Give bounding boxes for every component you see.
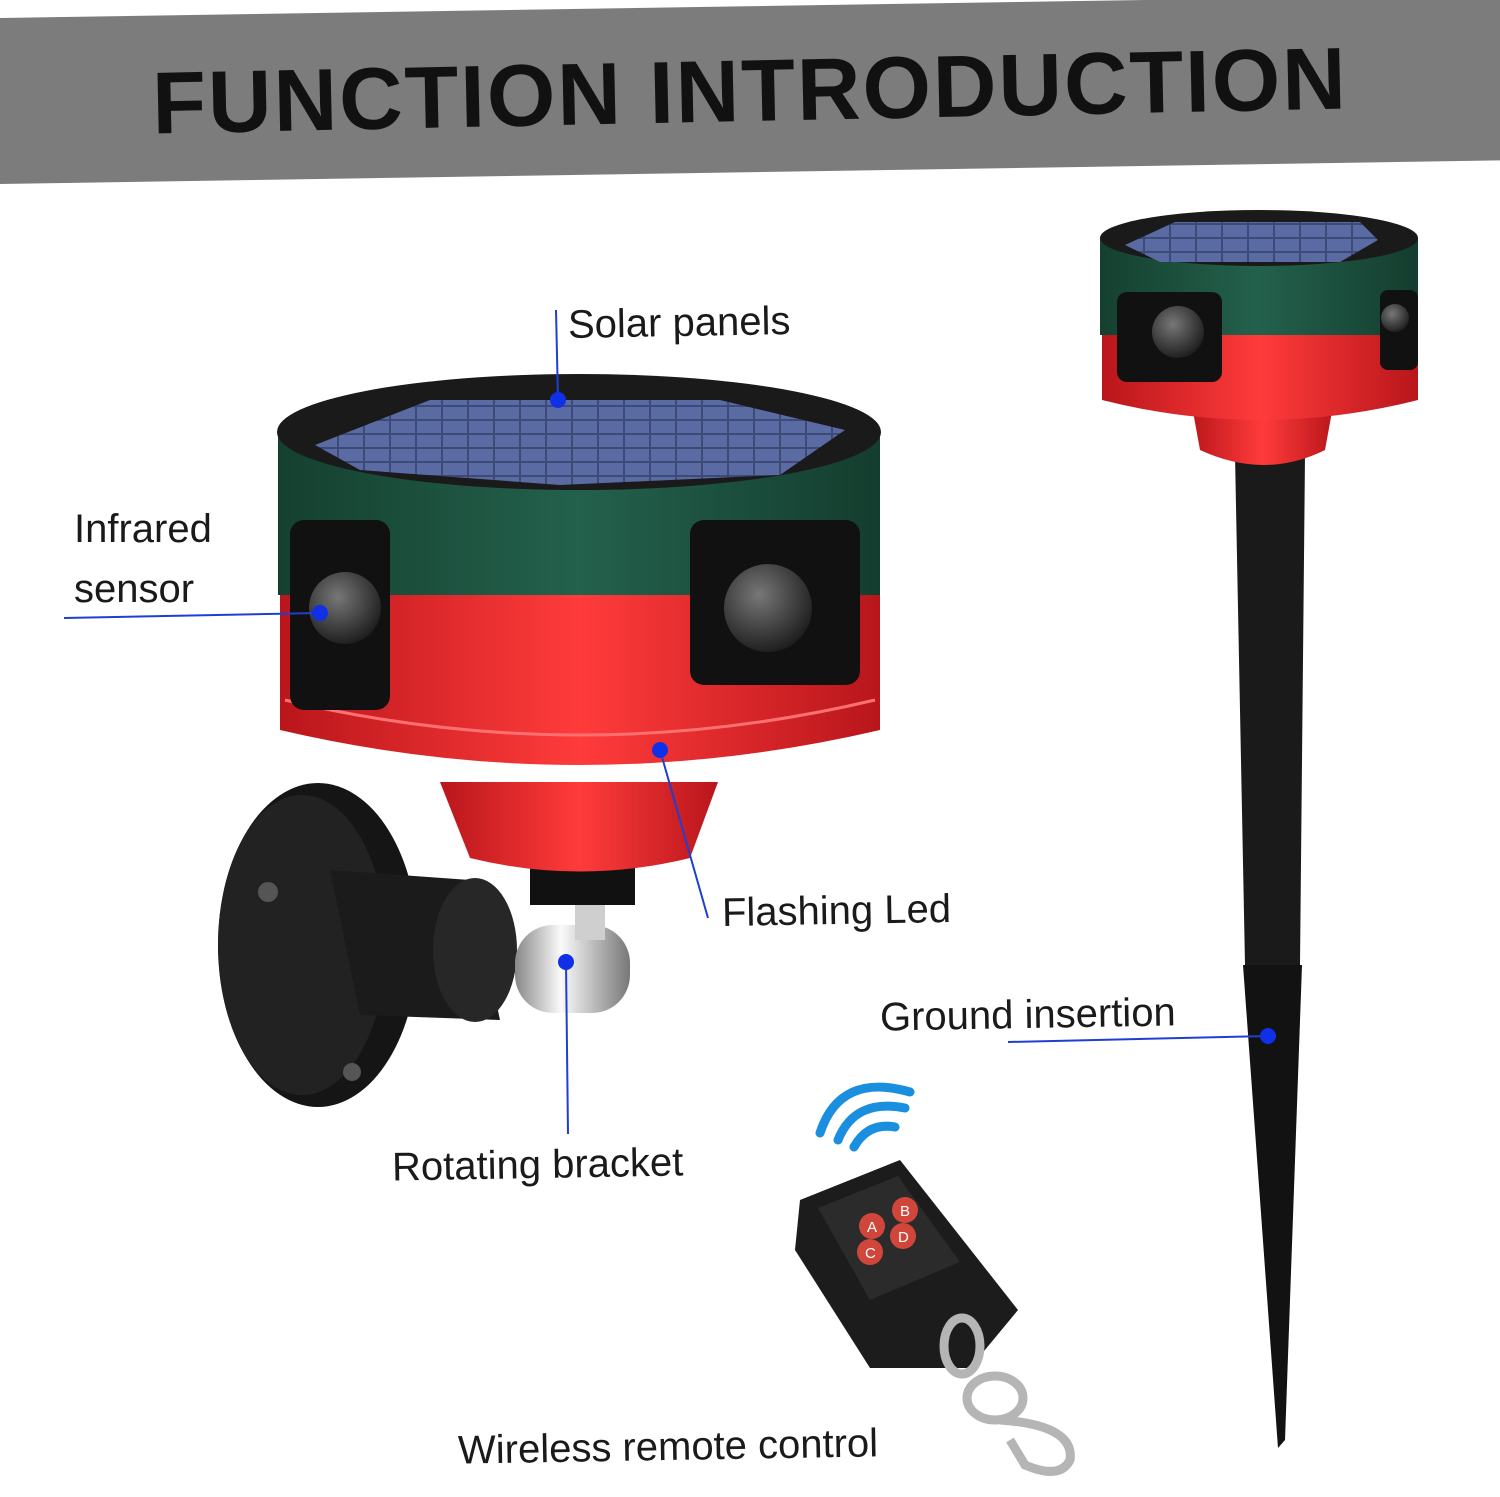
rotating-joint	[515, 925, 630, 1013]
callout-line-led	[659, 749, 709, 919]
callout-line-bracket	[565, 961, 569, 1135]
stake-upper	[1235, 455, 1305, 965]
callout-dot-solar	[550, 392, 566, 408]
remote-button-d	[890, 1223, 916, 1249]
callout-dots	[312, 392, 1276, 1044]
keyring	[939, 1313, 1075, 1476]
callout-line-solar	[555, 309, 559, 401]
callout-dot-led	[652, 742, 668, 758]
stake-spike	[1243, 965, 1302, 1448]
stake-unit	[1100, 210, 1418, 1448]
label-flashing-led: Flashing Led	[721, 887, 952, 935]
callout-dot-infrared	[312, 605, 328, 621]
remote-button-b	[892, 1197, 918, 1223]
label-infrared-sensor-line2: sensor	[74, 567, 195, 611]
wall-mount-unit	[218, 374, 881, 1107]
label-ground-insertion: Ground insertion	[879, 990, 1177, 1040]
callout-dot-ground	[1260, 1028, 1276, 1044]
callout-dot-bracket	[558, 954, 574, 970]
label-rotating-bracket: Rotating bracket	[391, 1140, 684, 1190]
wireless-signal-icon	[815, 1082, 915, 1152]
label-solar-panels: Solar panels	[567, 299, 791, 347]
callout-line-infrared	[63, 612, 321, 619]
remote-button-b-label: B	[900, 1203, 910, 1220]
remote-button-c	[857, 1239, 883, 1265]
remote-control: A B C D	[795, 1082, 1075, 1476]
remote-button-a	[859, 1213, 885, 1239]
solar-panel	[315, 400, 845, 485]
label-infrared-sensor-line1: Infrared	[74, 507, 212, 551]
remote-button-c-label: C	[865, 1245, 876, 1262]
led-base	[440, 782, 718, 872]
label-wireless-remote-control: Wireless remote control	[457, 1421, 879, 1473]
callout-line-ground	[1007, 1035, 1269, 1043]
remote-button-d-label: D	[898, 1229, 909, 1246]
callout-lines	[63, 309, 1269, 1135]
remote-button-a-label: A	[867, 1219, 877, 1236]
